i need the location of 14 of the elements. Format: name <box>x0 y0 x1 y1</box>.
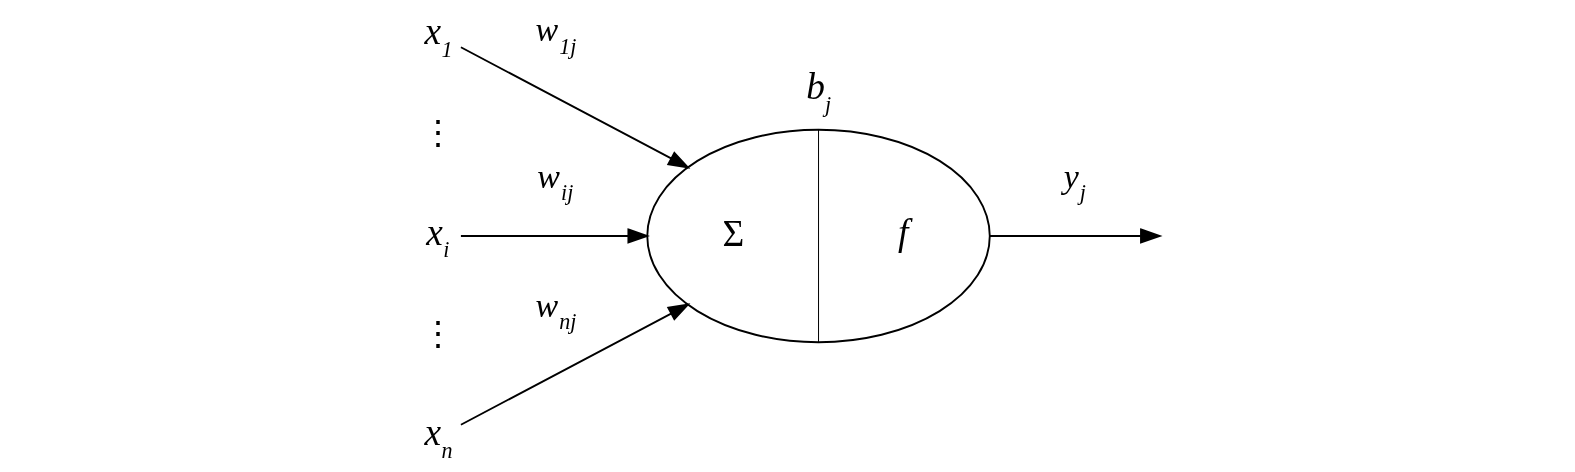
node-label: b$_{j}$ <box>806 66 832 117</box>
edge-label: w$_{nj}$ <box>535 286 577 335</box>
node-text: x$_{i}$ <box>426 211 450 263</box>
label: ⋮ <box>421 112 456 153</box>
arrow <box>459 228 650 244</box>
node-text: x$_{1}$ <box>424 11 453 62</box>
edge-label: w$_{ij}$ <box>537 157 574 206</box>
arrow <box>459 46 691 169</box>
node-text: x$_{n}$ <box>424 412 453 463</box>
label: ⋮ <box>421 312 456 353</box>
arrow <box>988 228 1163 244</box>
edge-label: w$_{1j}$ <box>535 11 577 59</box>
edge-label: y$_{j}$ <box>1063 157 1086 206</box>
arrow <box>459 303 691 426</box>
